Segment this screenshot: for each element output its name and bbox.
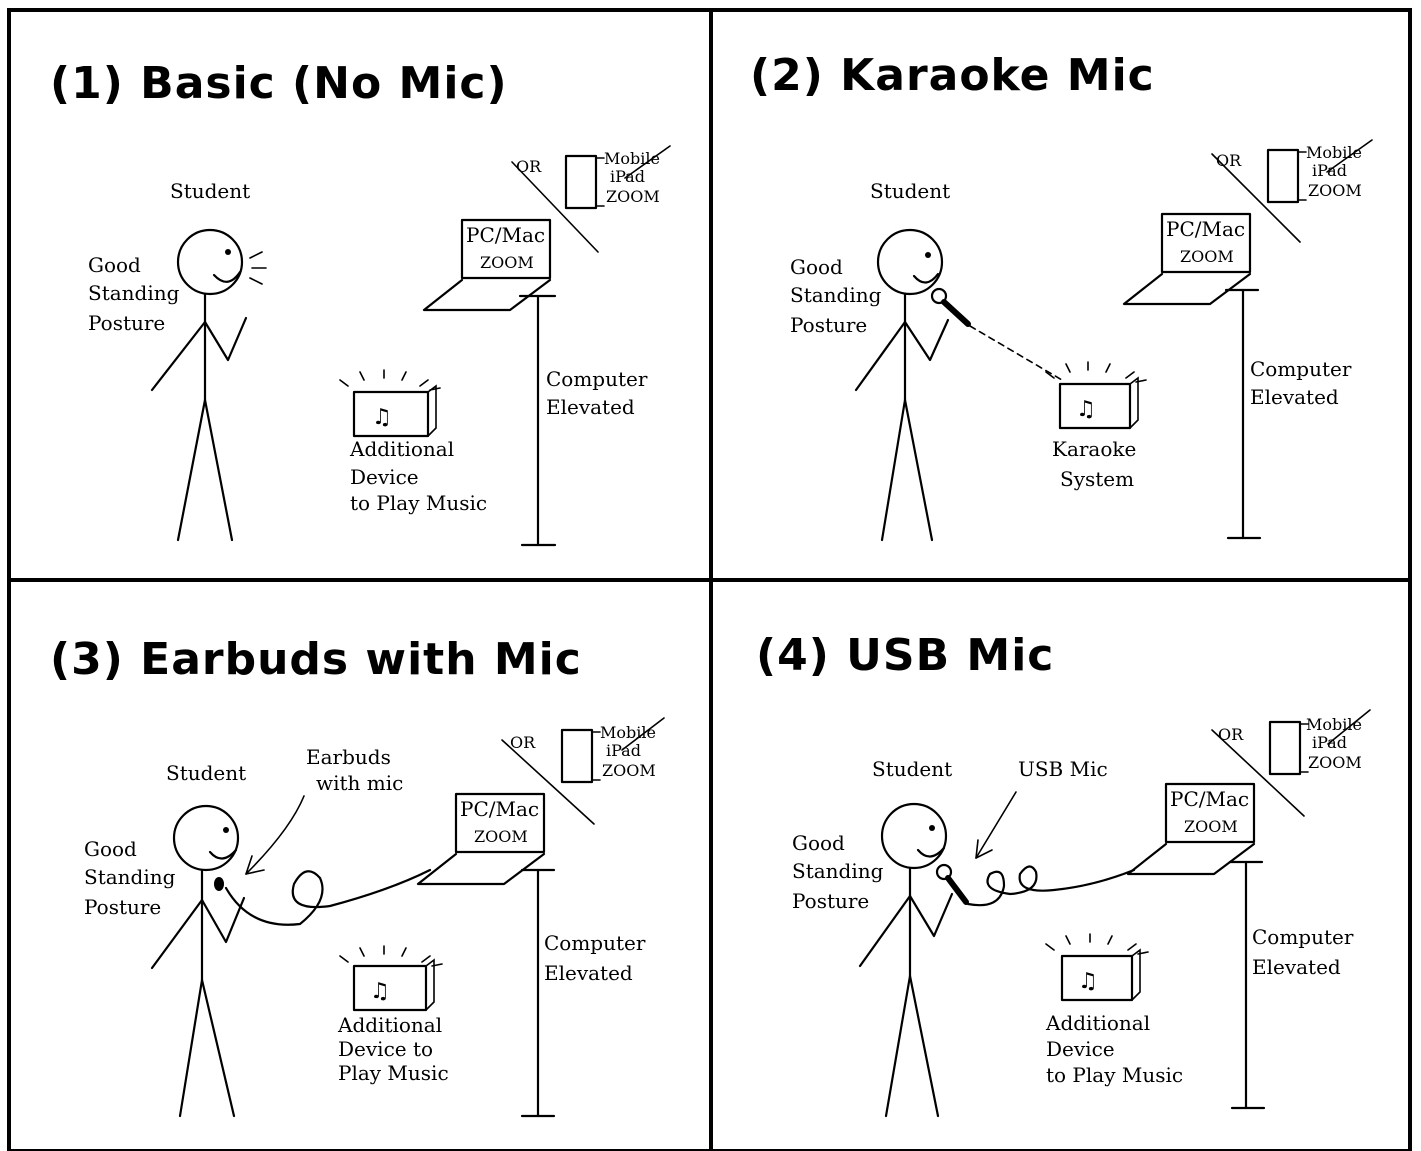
panel-karaoke: (2) Karaoke Mic Student Good Standing Po… <box>750 50 1373 542</box>
svg-text:Karaoke: Karaoke <box>1052 437 1136 461</box>
student-label: Student <box>166 761 246 785</box>
svg-text:♫: ♫ <box>370 979 390 1004</box>
music-speaker: ♫ Additional Device to Play Music <box>339 369 487 515</box>
svg-text:Mobile: Mobile <box>600 723 656 742</box>
mobile-device: OR Mobile iPad ZOOM <box>1211 709 1371 817</box>
mobile-device: OR Mobile iPad ZOOM <box>511 145 671 253</box>
music-speaker: ♫ Additional Device to Play Music <box>1045 933 1183 1087</box>
computer-stand: Computer Elevated <box>1224 288 1352 540</box>
or-label: OR <box>510 733 536 752</box>
usb-microphone-icon <box>935 863 1136 907</box>
svg-text:Standing: Standing <box>792 859 884 883</box>
svg-text:with mic: with mic <box>316 771 403 795</box>
svg-text:to Play Music: to Play Music <box>1046 1063 1183 1087</box>
svg-text:Additional: Additional <box>337 1013 442 1037</box>
svg-text:Additional: Additional <box>349 437 454 461</box>
svg-text:♫: ♫ <box>1078 969 1098 994</box>
mobile-device: OR Mobile iPad ZOOM <box>1211 139 1373 243</box>
svg-text:PC/Mac: PC/Mac <box>1170 787 1249 811</box>
svg-text:Device: Device <box>350 465 419 489</box>
earbud-mic-icon <box>214 868 432 926</box>
svg-text:Device to: Device to <box>338 1037 433 1061</box>
student-figure <box>854 228 950 542</box>
svg-text:Standing: Standing <box>790 283 882 307</box>
svg-text:Posture: Posture <box>792 889 869 913</box>
svg-text:Good: Good <box>792 831 845 855</box>
svg-text:Standing: Standing <box>88 281 180 305</box>
svg-text:Standing: Standing <box>84 865 176 889</box>
microphone-icon <box>930 287 1063 381</box>
student-label: Student <box>870 179 950 203</box>
posture-label: Good Standing Posture <box>792 831 884 913</box>
student-figure <box>858 802 954 1118</box>
svg-text:Elevated: Elevated <box>546 395 635 419</box>
svg-text:Good: Good <box>790 255 843 279</box>
svg-text:Play Music: Play Music <box>338 1061 449 1085</box>
svg-text:ZOOM: ZOOM <box>1308 753 1362 772</box>
posture-label: Good Standing Posture <box>84 837 176 919</box>
svg-text:Elevated: Elevated <box>544 961 633 985</box>
svg-text:Posture: Posture <box>84 895 161 919</box>
laptop: PC/Mac ZOOM <box>416 792 546 886</box>
panel-title: (1) Basic (No Mic) <box>50 58 508 109</box>
svg-text:ZOOM: ZOOM <box>474 827 528 846</box>
laptop: PC/Mac ZOOM <box>1126 782 1256 876</box>
svg-text:ZOOM: ZOOM <box>480 253 534 272</box>
svg-text:Posture: Posture <box>88 311 165 335</box>
svg-text:Mobile: Mobile <box>1306 715 1362 734</box>
student-figure <box>150 804 246 1118</box>
svg-text:Posture: Posture <box>790 313 867 337</box>
svg-text:to Play Music: to Play Music <box>350 491 487 515</box>
panel-title: (4) USB Mic <box>756 630 1054 681</box>
svg-text:ZOOM: ZOOM <box>1184 817 1238 836</box>
student-label: Student <box>872 757 952 781</box>
svg-text:♫: ♫ <box>1076 397 1096 422</box>
svg-text:Earbuds: Earbuds <box>306 745 391 769</box>
panel-basic: (1) Basic (No Mic) Student Good Standing… <box>50 58 671 547</box>
earbuds-label: Earbuds with mic <box>245 745 403 875</box>
computer-stand: Computer Elevated <box>1228 860 1354 1110</box>
posture-label: Good Standing Posture <box>88 253 180 335</box>
svg-text:ZOOM: ZOOM <box>602 761 656 780</box>
student-label: Student <box>170 179 250 203</box>
svg-text:PC/Mac: PC/Mac <box>460 797 539 821</box>
svg-text:Good: Good <box>88 253 141 277</box>
usb-mic-label: USB Mic <box>975 757 1108 859</box>
svg-text:System: System <box>1060 467 1134 491</box>
svg-text:Computer: Computer <box>1250 357 1352 381</box>
svg-text:PC/Mac: PC/Mac <box>1166 217 1245 241</box>
karaoke-speaker: ♫ Karaoke System <box>1045 361 1147 491</box>
computer-stand: Computer Elevated <box>518 294 648 547</box>
student-figure <box>150 228 267 542</box>
svg-text:Computer: Computer <box>546 367 648 391</box>
panel-earbuds: (3) Earbuds with Mic Student Good Standi… <box>50 634 665 1118</box>
svg-text:ZOOM: ZOOM <box>606 187 660 206</box>
svg-text:PC/Mac: PC/Mac <box>466 223 545 247</box>
svg-text:USB Mic: USB Mic <box>1018 757 1108 781</box>
panel-usb: (4) USB Mic Student Good Standing Postur… <box>756 630 1371 1118</box>
svg-text:Additional: Additional <box>1045 1011 1150 1035</box>
panel-title: (3) Earbuds with Mic <box>50 634 582 685</box>
svg-text:ZOOM: ZOOM <box>1180 247 1234 266</box>
svg-text:♫: ♫ <box>372 405 392 430</box>
panel-title: (2) Karaoke Mic <box>750 50 1155 101</box>
or-label: OR <box>1216 151 1242 170</box>
svg-text:Computer: Computer <box>1252 925 1354 949</box>
svg-text:Good: Good <box>84 837 137 861</box>
svg-text:Elevated: Elevated <box>1252 955 1341 979</box>
posture-label: Good Standing Posture <box>790 255 882 337</box>
svg-text:ZOOM: ZOOM <box>1308 181 1362 200</box>
mobile-device: OR Mobile iPad ZOOM <box>501 717 665 825</box>
computer-stand: Computer Elevated <box>520 868 646 1118</box>
or-label: OR <box>516 157 542 176</box>
svg-text:Computer: Computer <box>544 931 646 955</box>
music-speaker: ♫ Additional Device to Play Music <box>337 945 449 1085</box>
or-label: OR <box>1218 725 1244 744</box>
svg-text:iPad: iPad <box>606 741 641 760</box>
svg-text:Device: Device <box>1046 1037 1115 1061</box>
svg-text:Elevated: Elevated <box>1250 385 1339 409</box>
